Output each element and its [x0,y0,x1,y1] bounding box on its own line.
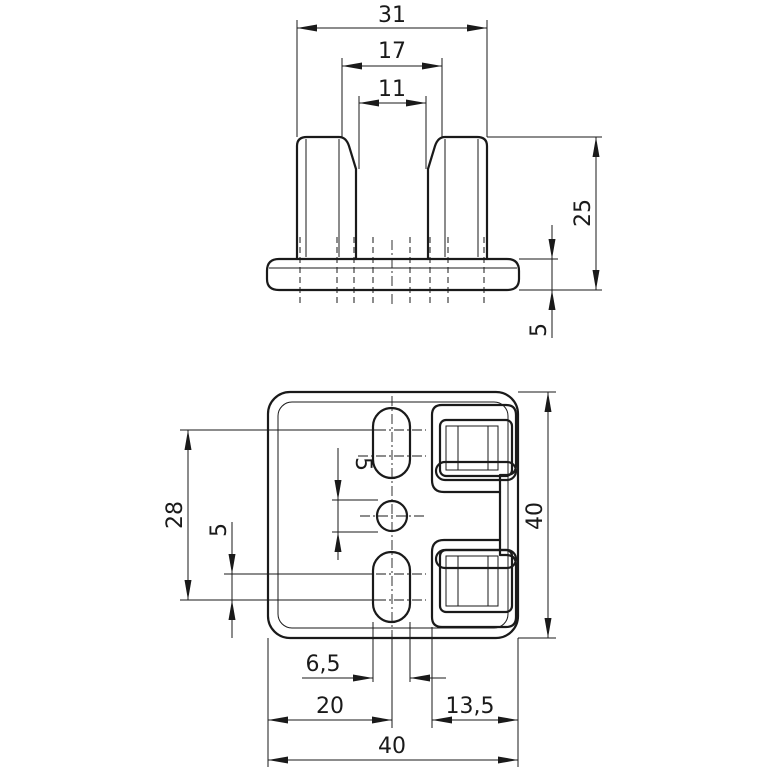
dim-17: 17 [378,39,406,64]
dim-40-horizontal: 40 [378,734,406,759]
side-view-base-plate [265,257,521,292]
side-view-right-jaw [426,135,489,261]
dim-20: 20 [316,694,344,719]
slot-hole-top [371,406,412,480]
slot-hole-bottom [371,550,412,624]
dim-11: 11 [378,77,406,102]
dim-6-5: 6,5 [306,652,341,677]
side-view: 31 17 11 25 5 [265,3,602,338]
plan-view: 28 5 5 40 6,5 [163,390,556,767]
dim-25: 25 [571,199,596,227]
side-view-left-jaw [295,135,358,261]
dim-5-left: 5 [207,523,232,537]
dim-5-inner: 5 [350,457,375,471]
dim-13-5: 13,5 [446,694,495,719]
dim-40-vertical: 40 [523,502,548,530]
plan-view-plate [266,390,520,640]
insert-bottom [438,548,514,614]
clamp-shoe [430,403,518,629]
dim-5-top: 5 [527,323,552,337]
dim-28: 28 [163,501,188,529]
insert-top [438,418,514,478]
dim-31: 31 [378,3,406,28]
